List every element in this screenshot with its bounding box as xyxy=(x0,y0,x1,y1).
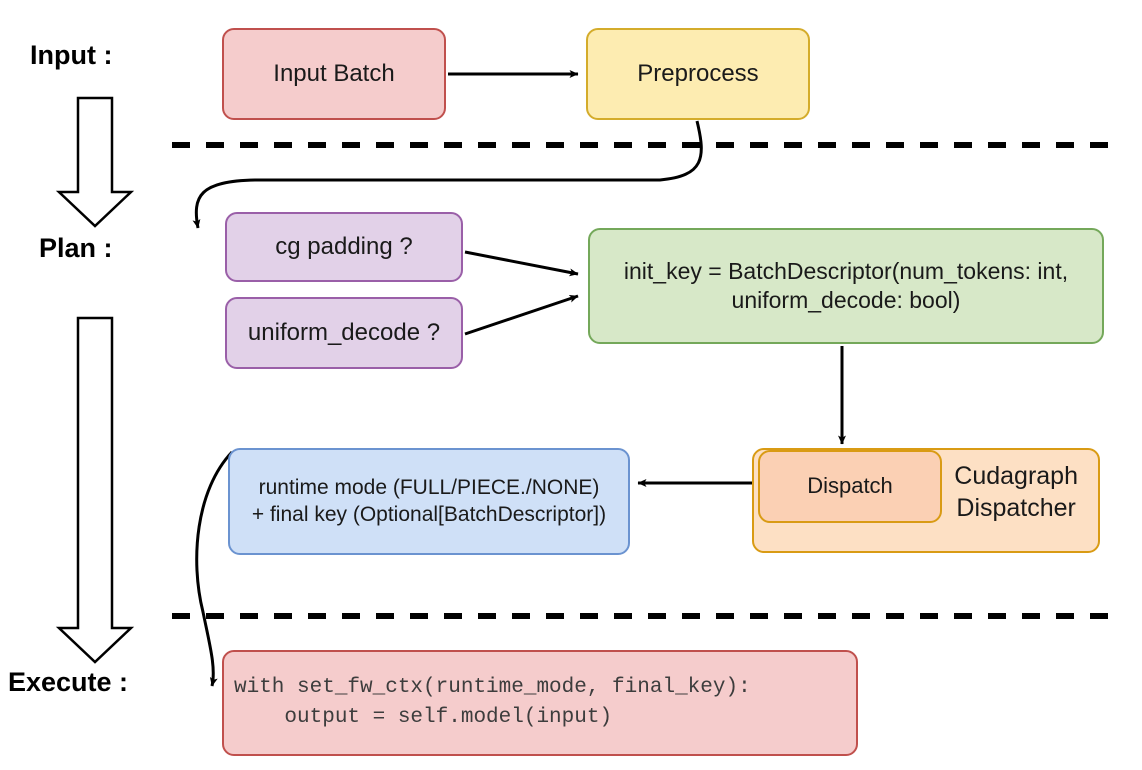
plan-to-execute-flow-arrow xyxy=(55,316,135,664)
input-to-plan-flow-arrow xyxy=(55,96,135,228)
node-preprocess[interactable]: Preprocess xyxy=(586,28,810,120)
stage-label-input: Input : xyxy=(30,40,113,70)
node-dispatch[interactable]: Dispatch xyxy=(758,450,942,523)
edge-cg-padding-to-init-key xyxy=(464,250,579,277)
node-runtime-mode[interactable]: runtime mode (FULL/PIECE./NONE) + final … xyxy=(228,448,630,555)
node-uniform-decode[interactable]: uniform_decode ? xyxy=(225,297,463,369)
stage-label-plan: Plan : xyxy=(39,233,113,263)
edge-uniform-decode-to-init-key xyxy=(464,294,579,336)
node-init-key[interactable]: init_key = BatchDescriptor(num_tokens: i… xyxy=(588,228,1104,344)
node-execute-code[interactable]: with set_fw_ctx(runtime_mode, final_key)… xyxy=(222,650,858,756)
node-input-batch[interactable]: Input Batch xyxy=(222,28,446,120)
stage-label-execute: Execute : xyxy=(8,667,129,697)
node-cg-padding[interactable]: cg padding ? xyxy=(225,212,463,282)
